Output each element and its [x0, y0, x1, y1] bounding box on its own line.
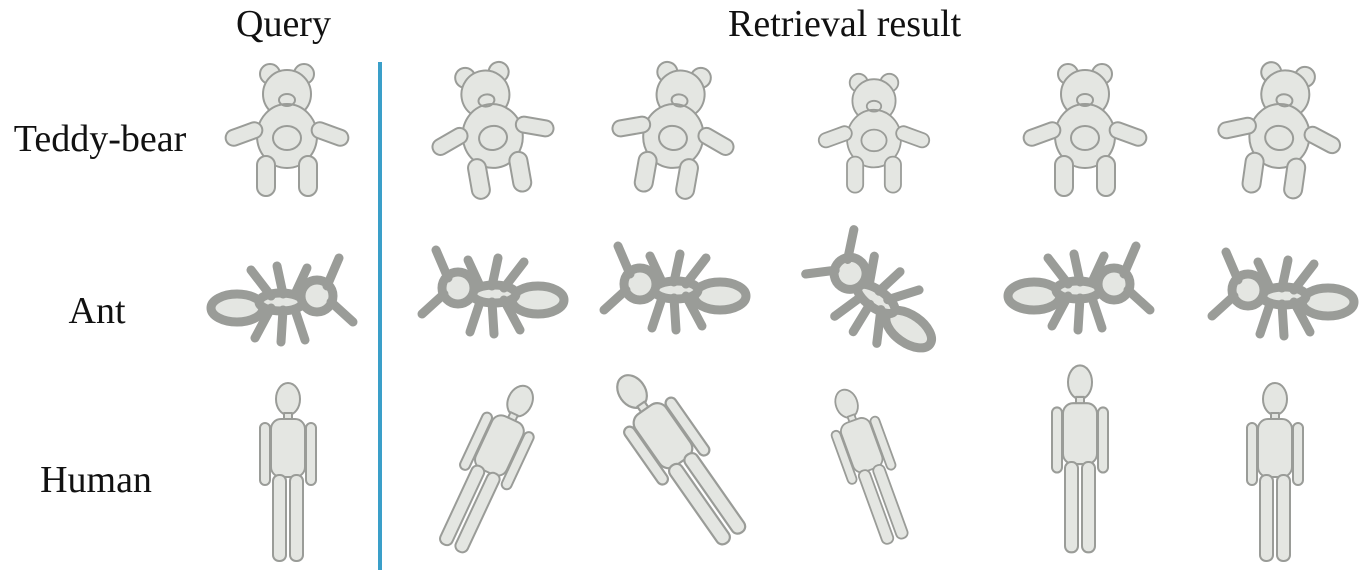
human-result-4-shape [1050, 364, 1110, 554]
query-retrieval-divider [378, 62, 382, 570]
row-label-ant: Ant [68, 290, 126, 332]
teddy-bear-result-5-shape [1207, 54, 1354, 206]
ant-result-2-shape [604, 246, 746, 330]
query-column-header: Query [236, 3, 331, 45]
human-result-2-shape [595, 358, 761, 557]
row-label-teddy-bear: Teddy-bear [13, 118, 187, 160]
teddy-bear-result-4-shape [1020, 63, 1150, 197]
ant-result-3-shape [794, 222, 959, 372]
ant-query-shape [211, 258, 353, 342]
teddy-bear-result-3-shape [815, 72, 933, 194]
human-result-3-shape [817, 380, 922, 551]
human-result-1-shape [425, 373, 554, 561]
teddy-bear-result-2-shape [599, 52, 750, 208]
human-result-5-shape [1246, 382, 1304, 562]
ant-result-5-shape [1212, 252, 1354, 336]
teddy-bear-query-shape [222, 63, 352, 197]
shape-cells [211, 52, 1354, 562]
row-label-human: Human [40, 459, 152, 501]
ant-result-1-shape [422, 250, 564, 334]
teddy-bear-result-1-shape [416, 52, 567, 208]
ant-result-4-shape [1008, 246, 1150, 330]
ant-row-shapes [211, 222, 1354, 372]
human-query-shape [259, 382, 317, 562]
retrieval-column-header: Retrieval result [728, 3, 962, 45]
